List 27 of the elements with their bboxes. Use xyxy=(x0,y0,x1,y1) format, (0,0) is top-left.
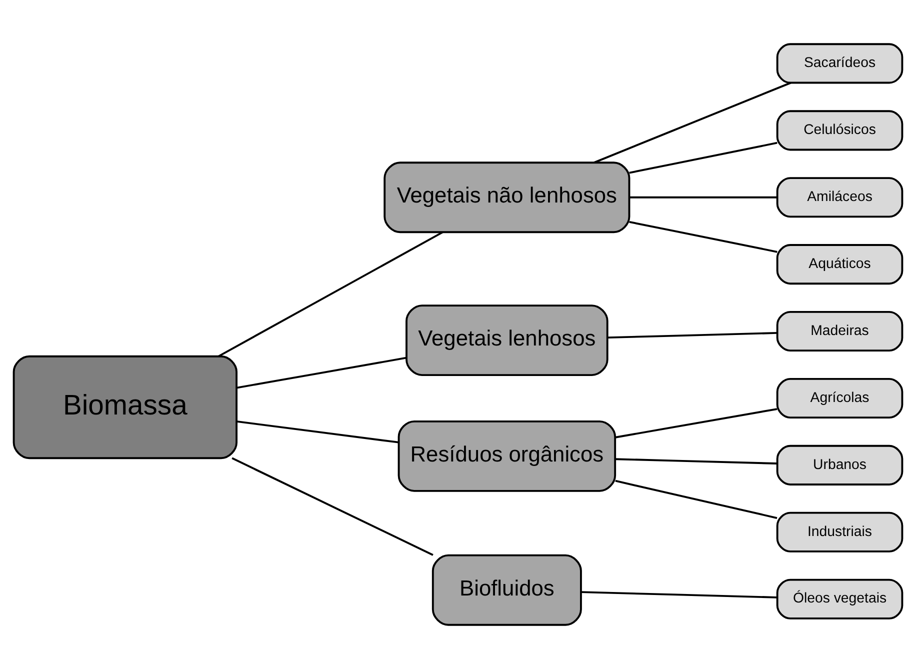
node-box: Sacarídeos xyxy=(776,42,904,84)
node-box: Urbanos xyxy=(776,444,904,485)
node-box: Industriais xyxy=(776,511,904,552)
node-box: Biomassa xyxy=(12,354,238,459)
connector xyxy=(629,220,778,252)
connector xyxy=(236,356,406,388)
node-box: Madeiras xyxy=(776,310,904,352)
node-box: Vegetais não lenhosos xyxy=(384,161,630,233)
node-box: Agrícolas xyxy=(776,377,904,418)
node-box: Amiláceos xyxy=(776,176,904,218)
node-box: Óleos vegetais xyxy=(776,578,904,619)
node-box: Biofluidos xyxy=(432,554,582,626)
node-box: Aquáticos xyxy=(776,244,904,284)
connector xyxy=(629,141,778,174)
connector xyxy=(629,196,778,198)
connector xyxy=(236,420,399,443)
connector xyxy=(615,408,778,438)
node-box: Celulósicos xyxy=(776,110,904,150)
connector xyxy=(218,230,444,357)
connector xyxy=(581,590,777,598)
connector xyxy=(615,458,778,464)
node-box: Vegetais lenhosos xyxy=(406,304,608,376)
connector xyxy=(594,81,792,163)
node-box: Resíduos orgânicos xyxy=(398,420,616,492)
connector xyxy=(232,456,434,556)
connector xyxy=(608,332,778,338)
connector xyxy=(615,479,778,518)
